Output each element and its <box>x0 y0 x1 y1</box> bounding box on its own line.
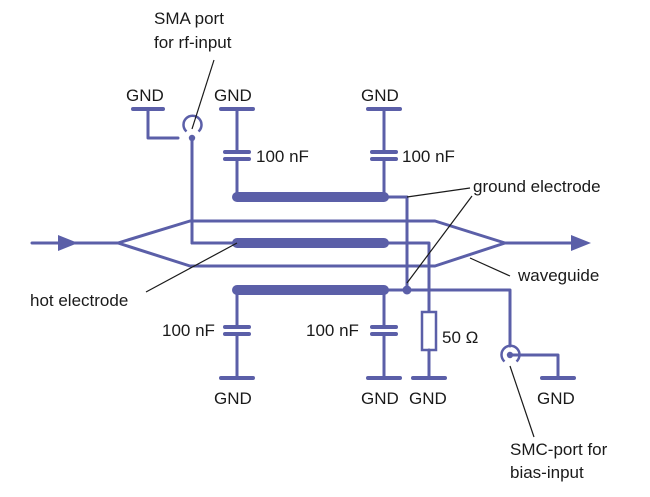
sma-port <box>131 107 239 245</box>
smc-connector-icon <box>500 344 521 363</box>
gnd-label: GND <box>537 389 575 408</box>
smc-port <box>500 344 576 380</box>
capacitor-label: 100 nF <box>256 147 309 166</box>
hot-electrode-label: hot electrode <box>30 291 128 310</box>
bottom-left-capacitor <box>219 288 255 380</box>
capacitor-label: 100 nF <box>402 147 455 166</box>
gnd-label: GND <box>361 86 399 105</box>
gnd-label: GND <box>214 389 252 408</box>
sma-port-label-line2: for rf-input <box>154 33 232 52</box>
leader-lines <box>145 59 535 438</box>
gnd-label: GND <box>409 389 447 408</box>
bottom-right-capacitor <box>366 288 402 380</box>
waveguide <box>30 219 591 268</box>
top-left-capacitor <box>219 107 255 199</box>
gnd-label: GND <box>214 86 252 105</box>
gnd-label: GND <box>361 389 399 408</box>
bias-network <box>382 195 512 380</box>
input-arrow-icon <box>58 235 78 251</box>
smc-port-label: SMC-port for <box>510 440 608 459</box>
capacitor-label: 100 nF <box>306 321 359 340</box>
top-right-capacitor <box>366 107 402 199</box>
output-arrow-icon <box>571 235 591 251</box>
sma-connector-icon <box>182 114 203 133</box>
resistor-label: 50 Ω <box>442 328 478 347</box>
gnd-label: GND <box>126 86 164 105</box>
capacitor-label: 100 nF <box>162 321 215 340</box>
ground-electrode-label: ground electrode <box>473 177 601 196</box>
sma-port-label: SMA port <box>154 9 224 28</box>
waveguide-label: waveguide <box>517 266 599 285</box>
smc-port-label-line2: bias-input <box>510 463 584 482</box>
resistor <box>420 310 438 352</box>
